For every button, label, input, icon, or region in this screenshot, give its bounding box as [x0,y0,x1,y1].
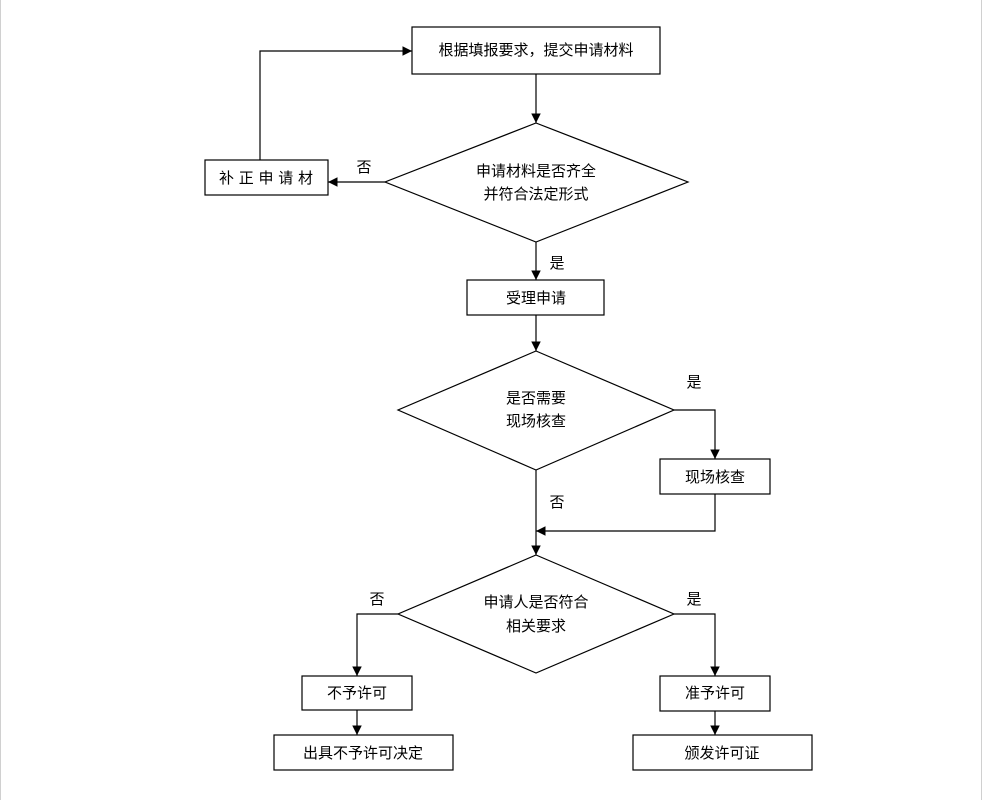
decision-need-inspection-line1: 是否需要 [506,389,566,407]
decision-need-inspection-line2: 现场核查 [506,412,566,430]
decision-meets-requirements: 申请人是否符合 相关要求 [396,554,676,674]
decision-meets-requirements-line1: 申请人是否符合 [483,593,588,611]
node-supplement: 补 正 申 请 材 [204,159,329,196]
edge-requirements-to-approve [674,613,720,676]
node-deny-decision: 出具不予许可决定 [273,734,454,771]
node-supplement-label: 补 正 申 请 材 [219,169,313,187]
node-issue-license: 颁发许可证 [632,734,813,771]
edge-label-req-yes: 是 [686,590,701,608]
edge-label-docs-yes: 是 [549,254,564,272]
node-submit: 根据填报要求，提交申请材料 [411,26,661,75]
node-accept: 受理申请 [466,279,605,316]
decision-docs-complete: 申请材料是否齐全 并符合法定形式 [383,122,690,243]
edge-label-req-no: 否 [369,590,384,608]
edge-label-inspect-no: 否 [549,493,564,511]
node-submit-label: 根据填报要求，提交申请材料 [438,41,633,59]
node-deny: 不予许可 [301,675,413,711]
node-approve-label: 准予许可 [685,684,745,702]
edge-requirements-to-deny [352,613,398,676]
decision-meets-requirements-line2: 相关要求 [506,617,566,635]
node-deny-decision-label: 出具不予许可决定 [303,744,423,762]
node-issue-license-label: 颁发许可证 [684,744,759,762]
node-deny-label: 不予许可 [327,684,387,702]
decision-docs-complete-line1: 申请材料是否齐全 [476,162,596,180]
edge-label-inspect-yes: 是 [686,373,701,391]
edge-inspection-to-main-line [536,494,716,536]
page-border-left [0,0,1,800]
edge-label-docs-no: 否 [356,158,371,176]
node-accept-label: 受理申请 [506,289,566,307]
node-inspection-label: 现场核查 [685,468,745,486]
decision-need-inspection: 是否需要 现场核查 [396,350,676,471]
edge-supplement-to-submit [259,46,412,160]
node-approve: 准予许可 [659,675,771,712]
node-inspection: 现场核查 [659,458,771,495]
edge-inspection-decision-to-inspection [674,409,720,459]
decision-docs-complete-line2: 并符合法定形式 [483,185,588,203]
